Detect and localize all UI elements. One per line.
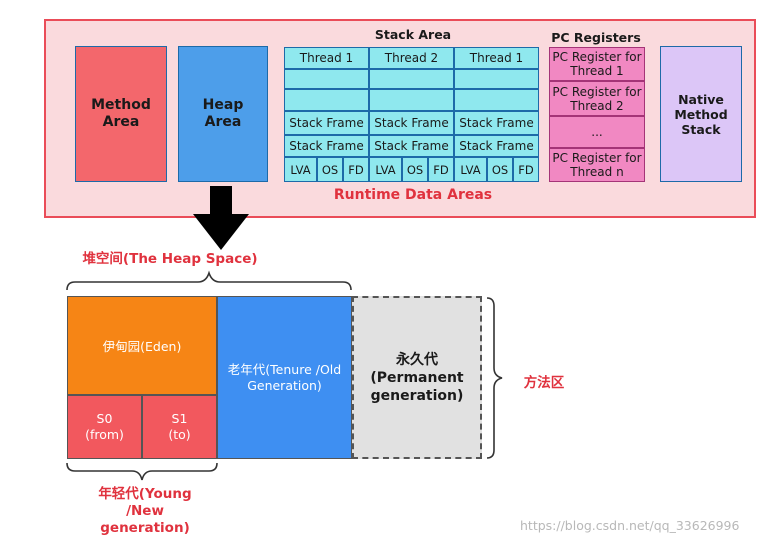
- stack-thread-header-2: Thread 1: [454, 47, 539, 69]
- pc-registers-title: PC Registers: [551, 29, 641, 45]
- heap-area-label: Heap Area: [202, 97, 244, 130]
- stack-empty-row-1-col-2: [454, 69, 539, 89]
- stack-part-1-col-0: OS: [317, 157, 343, 182]
- heap-space-brace: [66, 270, 352, 291]
- stack-empty-row-2-col-2: [454, 89, 539, 111]
- stack-part-0-col-2: LVA: [454, 157, 487, 182]
- watermark-text: https://blog.csdn.net/qq_33626996: [520, 518, 740, 533]
- tenure-label: 老年代(Tenure /Old Generation): [227, 361, 342, 393]
- stack-empty-row-1-col-0: [284, 69, 369, 89]
- method-area-label: Method Area: [91, 97, 151, 130]
- young-generation-label: 年轻代(Young /New generation): [98, 485, 192, 536]
- s0-block: S0 (from): [67, 395, 142, 459]
- stack-part-2-col-2: FD: [513, 157, 539, 182]
- s1-label: S1 (to): [168, 411, 191, 442]
- pc-register-cell-0: PC Register for Thread 1: [549, 47, 645, 81]
- young-generation-brace: [66, 462, 218, 481]
- native-method-stack-label: Native Method Stack: [674, 91, 728, 137]
- eden-label: 伊甸园(Eden): [102, 339, 182, 354]
- stack-frame-row-3-col-2: Stack Frame: [454, 111, 539, 135]
- method-area-block: Method Area: [75, 46, 167, 182]
- heap-space-title: 堆空间(The Heap Space): [82, 251, 258, 267]
- s1-block: S1 (to): [142, 395, 217, 459]
- pc-register-cell-1: PC Register for Thread 2: [549, 81, 645, 116]
- stack-empty-row-1-col-1: [369, 69, 454, 89]
- stack-area-title: Stack Area: [374, 26, 452, 42]
- down-arrow-icon: [193, 186, 249, 250]
- stack-empty-row-2-col-1: [369, 89, 454, 111]
- stack-frame-row-3-col-0: Stack Frame: [284, 111, 369, 135]
- stack-part-2-col-1: FD: [428, 157, 454, 182]
- s0-label: S0 (from): [85, 411, 124, 442]
- stack-empty-row-2-col-0: [284, 89, 369, 111]
- pc-register-cell-3: PC Register for Thread n: [549, 148, 645, 182]
- method-area-brace: [486, 297, 503, 459]
- method-area-chinese-label: 方法区: [523, 375, 565, 391]
- pc-register-cell-2: ...: [549, 116, 645, 148]
- stack-frame-row-4-col-1: Stack Frame: [369, 135, 454, 157]
- stack-frame-row-4-col-2: Stack Frame: [454, 135, 539, 157]
- stack-part-2-col-0: FD: [343, 157, 369, 182]
- stack-part-0-col-0: LVA: [284, 157, 317, 182]
- permanent-generation-label: 永久代 (Permanent generation): [370, 351, 464, 404]
- stack-thread-header-0: Thread 1: [284, 47, 369, 69]
- stack-frame-row-4-col-0: Stack Frame: [284, 135, 369, 157]
- runtime-data-areas-label: Runtime Data Areas: [333, 187, 493, 203]
- stack-part-1-col-2: OS: [487, 157, 513, 182]
- stack-thread-header-1: Thread 2: [369, 47, 454, 69]
- native-method-stack-block: Native Method Stack: [660, 46, 742, 182]
- stack-frame-row-3-col-1: Stack Frame: [369, 111, 454, 135]
- permanent-generation-block: 永久代 (Permanent generation): [352, 296, 482, 459]
- eden-block: 伊甸园(Eden): [67, 296, 217, 395]
- stack-part-1-col-1: OS: [402, 157, 428, 182]
- heap-area-block: Heap Area: [178, 46, 268, 182]
- tenure-block: 老年代(Tenure /Old Generation): [217, 296, 352, 459]
- stack-part-0-col-1: LVA: [369, 157, 402, 182]
